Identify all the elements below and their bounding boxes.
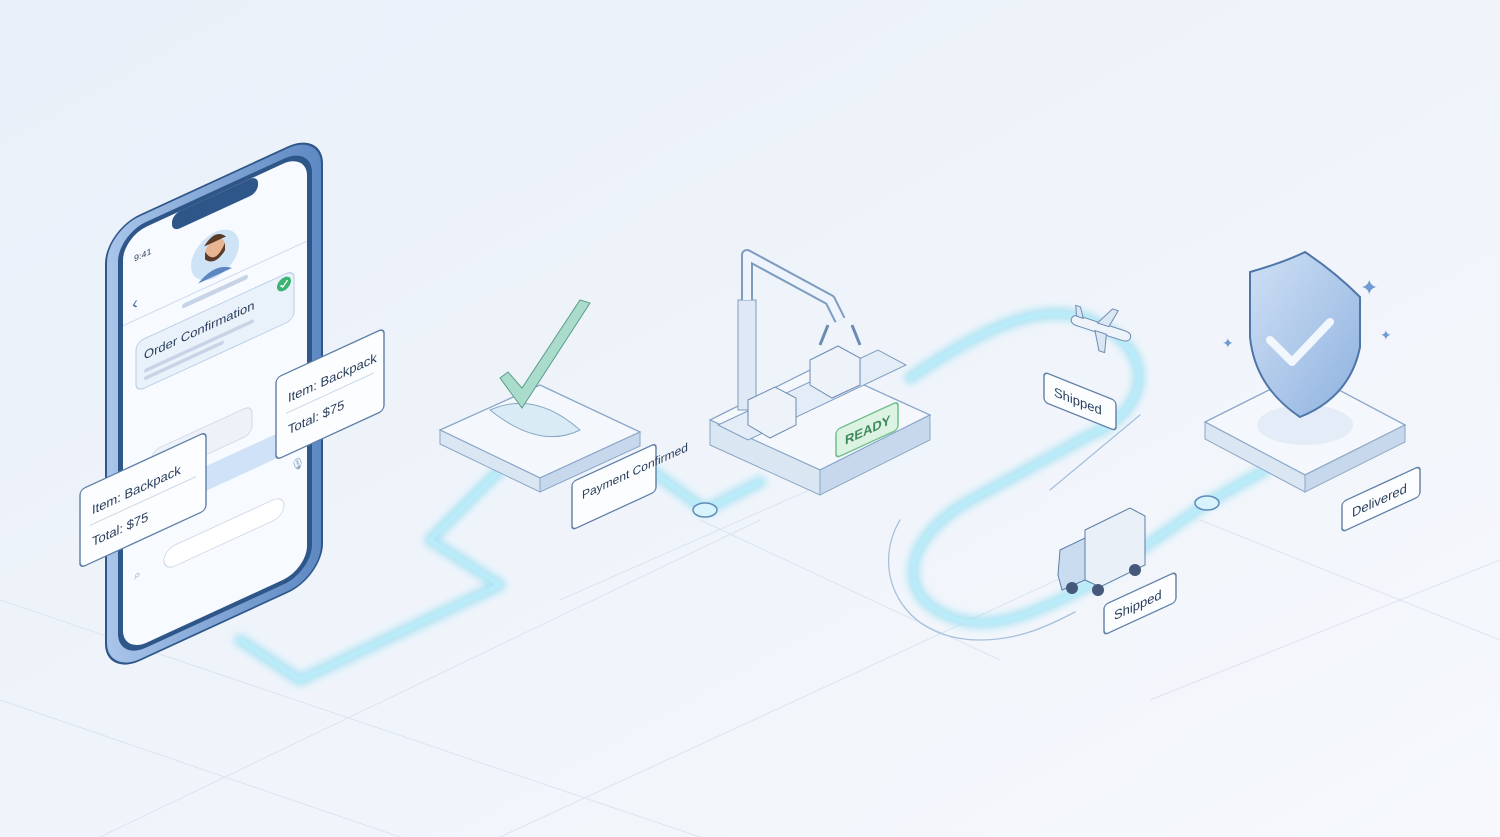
message-input[interactable] [163, 495, 285, 571]
back-icon[interactable]: ‹ [132, 292, 138, 314]
fulfillment-robot-station [708, 249, 932, 496]
payment-platform [438, 299, 642, 493]
sparkle-icon: ✦ [1380, 327, 1392, 343]
checkmark-icon [499, 299, 591, 409]
attach-icon[interactable]: ⌕ [134, 567, 141, 583]
ready-badge: READY [835, 402, 899, 458]
path-node [692, 502, 718, 518]
package-box [747, 386, 797, 439]
path-node [1194, 495, 1220, 511]
sparkle-icon: ✦ [1360, 275, 1378, 300]
package-box [809, 345, 861, 399]
delivered-platform: ✦ ✦ ✦ [1203, 250, 1407, 493]
shield-icon [1249, 250, 1361, 419]
truck-icon [1057, 507, 1146, 596]
airplane-icon [1070, 304, 1132, 354]
sparkle-icon: ✦ [1222, 335, 1234, 351]
notch [172, 178, 258, 230]
order-confirmation-bubble[interactable] [135, 270, 295, 392]
robot-arm [737, 299, 757, 411]
checkmark-icon [1266, 318, 1334, 366]
shield-base [489, 402, 581, 438]
